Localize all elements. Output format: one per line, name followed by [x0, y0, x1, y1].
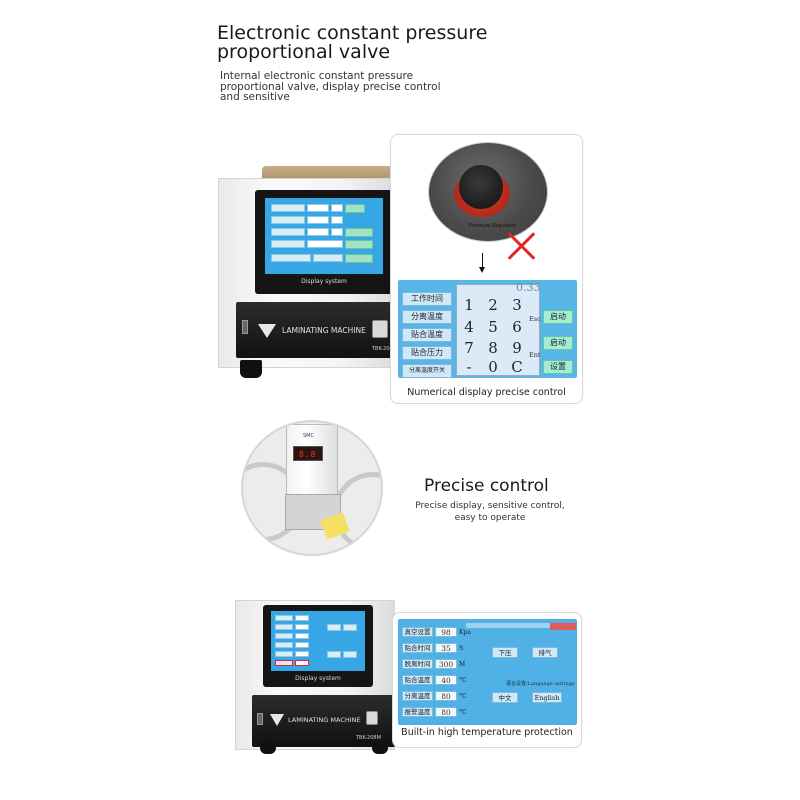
pressure-regulator-closeup: Pressure Regulator: [428, 142, 548, 242]
machine-front-panel: LAMINATING MACHINE TBK-208: [236, 302, 398, 358]
machine-front-panel: LAMINATING MACHINE TBK-208M: [252, 695, 395, 747]
alarm-indicator: [550, 623, 576, 630]
regulator-digits: 8.8: [299, 450, 317, 459]
setting-unit: Kpa: [459, 628, 471, 636]
screen-label: Display system: [295, 675, 341, 682]
pressure-regulator-photo: SMC 8.8: [241, 420, 383, 556]
start-button[interactable]: 启动: [543, 310, 573, 324]
key-3[interactable]: 3: [512, 296, 522, 314]
setting-label: 贴合温度: [402, 675, 433, 685]
machine-screen: [265, 198, 383, 274]
setting-value[interactable]: 80: [435, 707, 457, 717]
key-esc[interactable]: Esc: [529, 315, 541, 323]
key-4[interactable]: 4: [464, 318, 474, 336]
english-button[interactable]: English: [532, 692, 562, 703]
setting-unit: °C: [459, 692, 467, 700]
machine-switch: [372, 320, 388, 338]
chinese-button[interactable]: 中文: [492, 692, 518, 703]
language-settings-label: 语言设置/Language settings: [506, 681, 575, 687]
setting-value[interactable]: 80: [435, 691, 457, 701]
setting-unit: °C: [459, 708, 467, 716]
setting-value[interactable]: 300: [435, 659, 457, 669]
regulator-brand: SMC: [303, 433, 314, 439]
regulator-display: 8.8: [293, 446, 323, 461]
setting-label: 报警温度: [402, 707, 433, 717]
key-clear[interactable]: C: [511, 358, 523, 376]
machine-foot-left: [260, 742, 276, 754]
key-9[interactable]: 9: [512, 339, 522, 357]
cross-icon: [506, 231, 538, 261]
keypad-readout: 0.33: [516, 281, 541, 294]
caption-temperature: Built-in high temperature protection: [401, 727, 573, 738]
setting-label: 脱离时间: [402, 659, 433, 669]
machine-switch: [366, 711, 378, 725]
key-5[interactable]: 5: [488, 318, 498, 336]
regulator-knob-icon: [459, 165, 503, 209]
machine-display-bezel: Display system: [263, 605, 373, 687]
key-2[interactable]: 2: [488, 296, 498, 314]
keypad-label: 分离温度: [402, 310, 452, 324]
key-6[interactable]: 6: [512, 318, 522, 336]
press-down-button[interactable]: 下压: [492, 647, 518, 658]
callout-numerical-display: Pressure Regulator 工作时间 分离温度 贴合温度 贴合压力 分…: [390, 134, 583, 404]
tbk-logo-icon: [270, 714, 284, 726]
machine-display-bezel: Display system: [255, 190, 393, 294]
keypad-label: 贴合压力: [402, 346, 452, 360]
keypad-screen: 工作时间 分离温度 贴合温度 贴合压力 分离温度开关 1 2 3 4 5 6 7…: [398, 280, 577, 378]
machine-name: LAMINATING MACHINE: [288, 716, 361, 724]
setting-unit: S: [459, 644, 464, 652]
setting-label: 真空设置: [402, 627, 433, 637]
caption-numerical: Numerical display precise control: [407, 387, 566, 398]
machine-name: LAMINATING MACHINE: [282, 326, 366, 335]
start-button[interactable]: 启动: [543, 336, 573, 350]
exhaust-button[interactable]: 排气: [532, 647, 558, 658]
keypad-label: 贴合温度: [402, 328, 452, 342]
screen-label: Display system: [301, 278, 347, 285]
keypad-label: 分离温度开关: [402, 364, 452, 378]
machine-screen: [271, 611, 365, 671]
key-8[interactable]: 8: [488, 339, 498, 357]
key-enter[interactable]: Ent: [529, 351, 541, 359]
numeric-keypad: 1 2 3 4 5 6 7 8 9 - 0 C Esc Ent: [456, 284, 541, 376]
setting-value[interactable]: 35: [435, 643, 457, 653]
machine-foot-right: [372, 742, 388, 754]
setting-value[interactable]: 40: [435, 675, 457, 685]
arrow-down-icon: [479, 253, 485, 273]
section-title-precise: Precise control: [424, 476, 549, 496]
machine-model: TBK-208M: [356, 735, 381, 741]
key-0[interactable]: 0: [488, 358, 498, 376]
key-minus[interactable]: -: [466, 358, 472, 376]
setting-label: 分离温度: [402, 691, 433, 701]
settings-button[interactable]: 设置: [543, 360, 573, 374]
machine-model: TBK-208: [372, 346, 393, 352]
keypad-label: 工作时间: [402, 292, 452, 306]
tbk-logo-icon: [258, 324, 276, 338]
setting-unit: °C: [459, 676, 467, 684]
section-title-valve: Electronic constant pressure proportiona…: [217, 22, 488, 63]
setting-value[interactable]: 98: [435, 627, 457, 637]
setting-label: 贴合时间: [402, 643, 433, 653]
setting-unit: M: [459, 660, 466, 668]
section-subtitle-precise: Precise display, sensitive control, easy…: [415, 501, 565, 523]
section-subtitle-valve: Internal electronic constant pressure pr…: [220, 70, 441, 103]
key-7[interactable]: 7: [464, 339, 474, 357]
regulator-label: Pressure Regulator: [469, 223, 517, 229]
machine-foot-left: [240, 360, 262, 378]
key-1[interactable]: 1: [464, 296, 474, 314]
